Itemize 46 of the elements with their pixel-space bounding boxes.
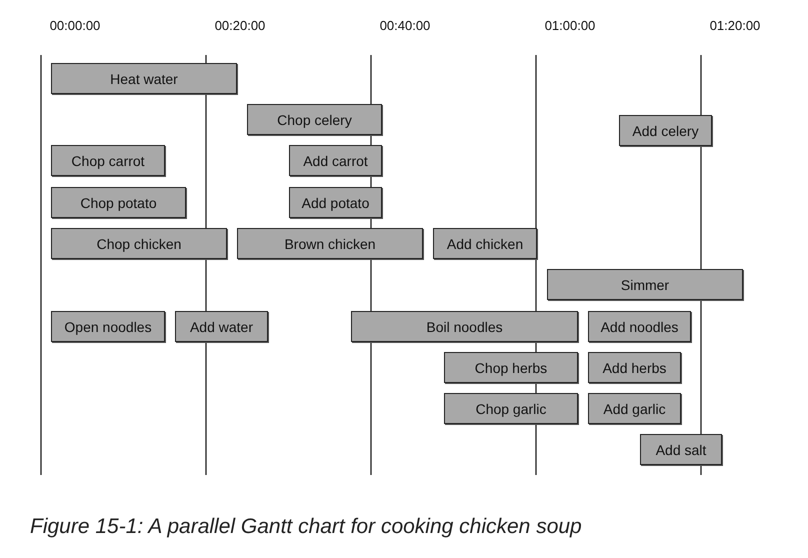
task-bar xyxy=(351,311,578,342)
task-bar xyxy=(547,269,743,300)
task-bar xyxy=(444,352,578,383)
task-bar xyxy=(433,228,537,259)
task-bar xyxy=(588,393,681,424)
task-label: Add chicken xyxy=(446,236,524,252)
task-bar xyxy=(640,434,722,465)
task-label: Chop potato xyxy=(80,194,157,210)
time-label: 00:40:00 xyxy=(378,18,432,33)
task-label: Chop carrot xyxy=(71,152,145,168)
task-label: Brown chicken xyxy=(284,236,376,252)
task-bar xyxy=(51,311,165,342)
task-bar xyxy=(588,311,691,342)
task-bar xyxy=(247,104,382,135)
task-bar xyxy=(175,311,268,342)
time-label: 00:20:00 xyxy=(214,18,266,33)
task-bar xyxy=(51,145,165,176)
task-bar xyxy=(51,228,227,259)
task-label: Add celery xyxy=(632,122,699,138)
task-bar xyxy=(289,145,382,176)
task-bar xyxy=(444,393,578,424)
time-label: 01:00:00 xyxy=(544,18,596,33)
task-label: Add garlic xyxy=(603,400,666,416)
task-bar xyxy=(289,187,382,218)
task-label: Add noodles xyxy=(600,318,678,334)
task-label: Add carrot xyxy=(303,152,368,168)
task-label: Chop herbs xyxy=(474,360,548,376)
task-label: Heat water xyxy=(110,70,178,86)
task-label: Add salt xyxy=(656,442,706,458)
task-bar xyxy=(51,187,186,218)
task-label: Chop celery xyxy=(277,112,352,128)
task-label: Chop garlic xyxy=(476,400,546,416)
task-label: Chop chicken xyxy=(96,236,182,252)
task-label: Add potato xyxy=(302,194,370,210)
task-bar xyxy=(51,63,237,94)
task-bar xyxy=(619,115,712,146)
time-label: 00:00:00 xyxy=(48,18,102,33)
task-label: Simmer xyxy=(620,276,670,292)
task-label: Add water xyxy=(190,318,254,334)
task-label: Open noodles xyxy=(64,318,152,334)
task-bar xyxy=(588,352,681,383)
task-label: Add herbs xyxy=(602,360,666,376)
task-bar xyxy=(237,228,423,259)
task-label: Boil noodles xyxy=(426,318,503,334)
figure-caption: Figure 15-1: A parallel Gantt chart for cooking chicken soup xyxy=(30,515,582,539)
time-label: 01:20:00 xyxy=(708,18,762,33)
